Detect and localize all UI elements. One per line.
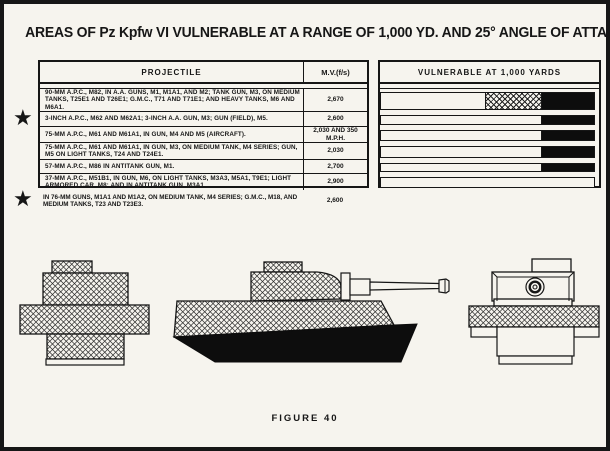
vulnerability-bar-row — [380, 174, 599, 190]
table-header-row: PROJECTILE M.V.(f/s) — [40, 62, 367, 84]
bar-segment-vulnerable — [540, 163, 594, 171]
bar-segment-vulnerable — [540, 92, 594, 109]
table-row: 90-MM A.P.C., M82, IN A.A. GUNS, M1, M1A… — [40, 89, 367, 112]
column-header-mv: M.V.(f/s) — [303, 62, 367, 82]
rear-hatch-inner-circle — [532, 284, 538, 290]
vulnerability-bar — [380, 176, 595, 188]
front-turret — [42, 272, 129, 306]
rear-turret-base-strip — [493, 298, 573, 307]
projectile-table: PROJECTILE M.V.(f/s) 90-MM A.P.C., M82, … — [38, 60, 369, 190]
side-cupola — [263, 261, 303, 273]
vulnerability-bar — [380, 145, 595, 158]
projectile-cell: 57-MM A.P.C., M86 IN ANTITANK GUN, M1. — [45, 162, 175, 170]
rear-left-tab — [470, 326, 498, 338]
vulnerability-panel: VULNERABLE AT 1,000 YARDS — [378, 60, 601, 188]
table-row: 37-MM A.P.C., M51B1, IN GUN, M6, ON LIGH… — [40, 174, 367, 190]
side-turret — [250, 271, 342, 302]
front-base-strip — [45, 358, 125, 366]
star-marker: ★ — [13, 104, 33, 130]
projectile-cell: 37-MM A.P.C., M51B1, IN GUN, M6, ON LIGH… — [45, 174, 292, 189]
projectile-cell: 75-MM A.P.C., M61 AND M61A1, IN GUN, M4 … — [45, 130, 246, 138]
vulnerability-bar-row — [380, 143, 599, 160]
bar-segment-vulnerable — [540, 146, 594, 157]
bar-segment-vulnerable — [540, 115, 594, 124]
vulnerability-bar — [380, 114, 595, 125]
table-row: 75-MM A.P.C., M61 AND M61A1, IN GUN, M4 … — [40, 127, 367, 143]
vulnerability-bar-row — [380, 160, 599, 174]
gun-mantlet — [340, 272, 351, 301]
table-body: 90-MM A.P.C., M82, IN A.A. GUNS, M1, M1A… — [40, 89, 367, 190]
tank-rear-view-diagram — [468, 258, 600, 365]
vulnerability-bar — [380, 162, 595, 172]
side-hull-lower-black — [172, 323, 418, 363]
rear-hull-band — [468, 305, 600, 328]
bar-segment-partially-vulnerable — [485, 92, 541, 109]
bar-segment-not-vulnerable — [381, 92, 486, 109]
header-separator — [380, 84, 599, 89]
mv-cell: 2,600 — [303, 112, 367, 126]
vulnerability-bar-row — [380, 127, 599, 143]
projectile-cell: 75-MM A.P.C., M61 AND M61A1, IN GUN, M3,… — [45, 143, 298, 158]
mv-cell: 2,900 — [303, 174, 367, 190]
rear-turret-bevel-lines — [491, 271, 575, 301]
bar-segment-not-vulnerable — [381, 146, 541, 157]
vulnerability-bar-row — [380, 112, 599, 127]
rear-base-strip — [498, 355, 573, 365]
table-row: 57-MM A.P.C., M86 IN ANTITANK GUN, M1. 2,… — [40, 160, 367, 174]
tank-front-view-diagram — [19, 260, 150, 366]
vulnerability-bar — [380, 129, 595, 141]
vulnerability-bar — [380, 91, 595, 110]
star-marker: ★ — [13, 186, 33, 211]
front-cupola — [51, 260, 93, 274]
bar-segment-vulnerable — [540, 130, 594, 140]
table-row: 3-INCH A.P.C., M62 AND M62A1; 3-INCH A.A… — [40, 112, 367, 127]
table-footnote-row: IN 76-MM GUNS, M1A1 AND M1A2, ON MEDIUM … — [38, 192, 369, 208]
bar-segment-not-vulnerable — [381, 163, 541, 171]
projectile-cell: 3-INCH A.P.C., M62 AND M62A1; 3-INCH A.A… — [45, 115, 268, 123]
front-hull-band — [19, 304, 150, 335]
gun-barrel — [369, 281, 440, 291]
projectile-cell: 90-MM A.P.C., M82, IN A.A. GUNS, M1, M1A… — [45, 89, 300, 111]
muzzle-brake — [438, 278, 450, 294]
bar-segment-not-vulnerable — [381, 130, 541, 140]
vulnerability-bar-row — [380, 89, 599, 112]
mv-cell: 2,700 — [303, 160, 367, 173]
mv-cell: 2,600 — [326, 196, 344, 204]
mv-cell: 2,670 — [303, 89, 367, 111]
column-header-projectile: PROJECTILE — [141, 67, 202, 77]
gun-base — [349, 278, 371, 296]
figure-caption: FIGURE 40 — [271, 413, 339, 424]
rear-hatch-ring — [528, 280, 542, 294]
bar-segment-not-vulnerable — [381, 115, 541, 124]
page-title: AREAS OF Pz Kpfw VI VULNERABLE AT A RANG… — [25, 24, 610, 41]
front-lower-hull — [46, 333, 125, 360]
rear-right-tab — [573, 326, 600, 338]
vulnerability-bars — [380, 89, 599, 190]
bar-segment-not-vulnerable — [381, 177, 594, 187]
header-separator — [40, 84, 367, 89]
tank-side-view-diagram — [172, 261, 450, 363]
rear-lower-hull — [496, 326, 575, 357]
column-header-vulnerable: VULNERABLE AT 1,000 YARDS — [380, 62, 599, 84]
table-row: 75-MM A.P.C., M61 AND M61A1, IN GUN, M3,… — [40, 143, 367, 160]
mv-cell: 2,030 — [303, 143, 367, 159]
projectile-cell: IN 76-MM GUNS, M1A1 AND M1A2, ON MEDIUM … — [43, 194, 298, 209]
rear-cupola — [531, 258, 572, 273]
mv-cell: 2,030 AND 350 M.P.H. — [303, 127, 367, 142]
